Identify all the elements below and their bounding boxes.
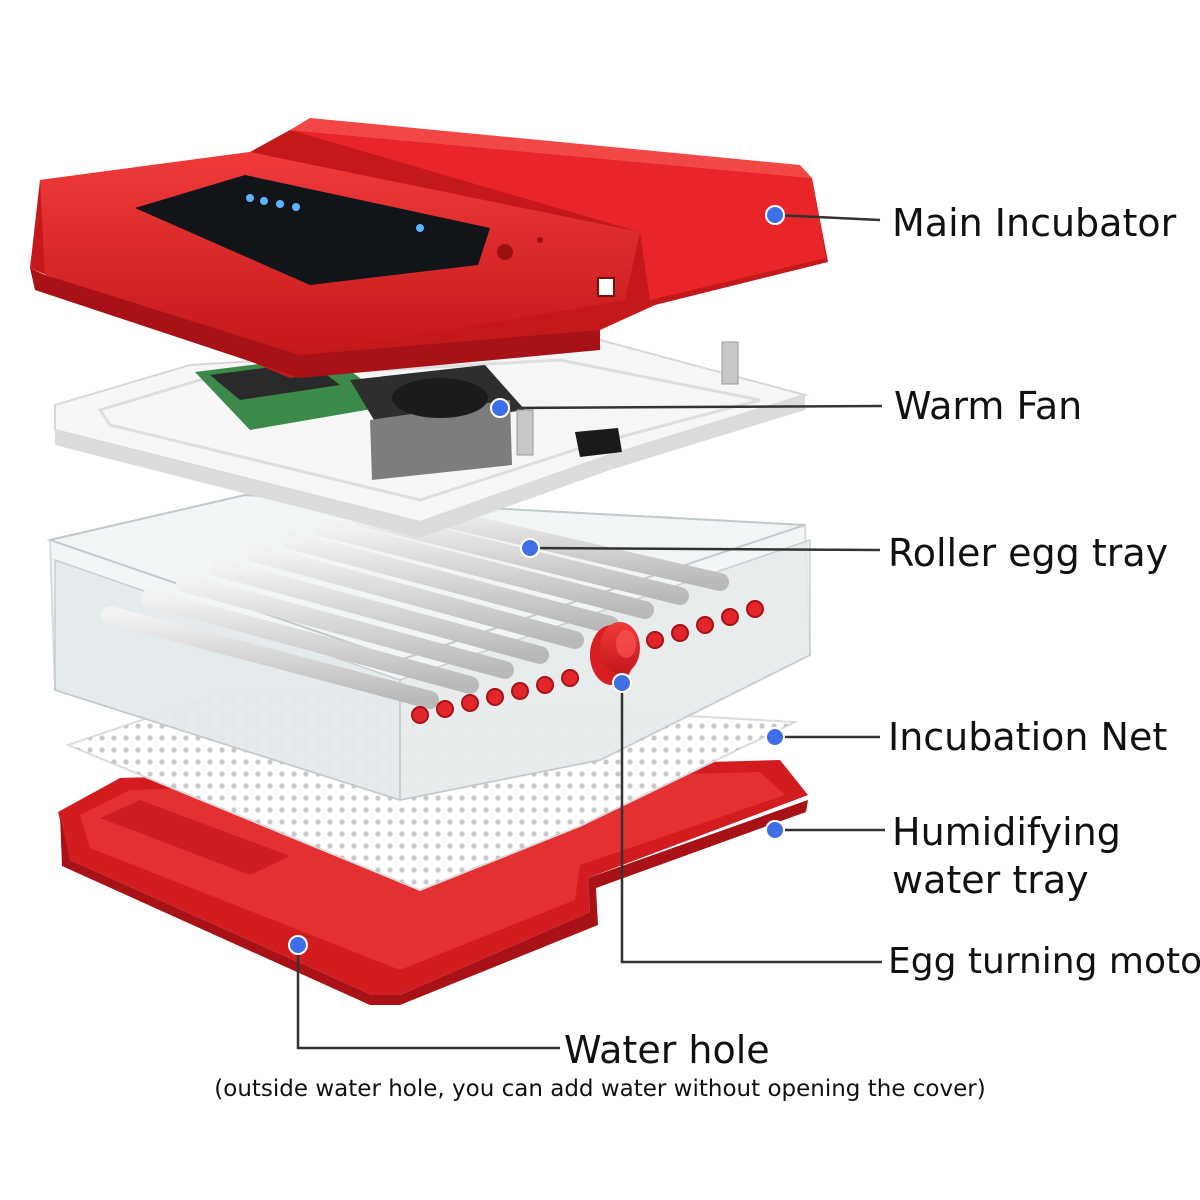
label-egg-turning-motor: Egg turning motor (888, 941, 1200, 982)
egg-turning-motor (590, 622, 640, 685)
label-humidifying-line1: Humidifying (892, 810, 1121, 854)
leader-lines (296, 213, 885, 1050)
label-warm-fan: Warm Fan (894, 384, 1083, 428)
warm-fan-plate (54, 338, 809, 538)
main-incubator-marker-icon (765, 205, 785, 225)
control-panel (135, 175, 490, 285)
egg-turning-motor-marker-icon (612, 673, 632, 693)
label-humidifying-line2: water tray (892, 858, 1089, 902)
callout-markers (288, 205, 785, 955)
gear-row (411, 600, 764, 724)
label-roller-egg-tray: Roller egg tray (888, 531, 1169, 575)
incubation-net-marker-icon (765, 727, 785, 747)
humidifying-tray-marker-icon (765, 820, 785, 840)
warm-fan-marker-icon (490, 398, 510, 418)
water-hole-marker-icon (288, 935, 308, 955)
roller-egg-tray-marker-icon (520, 538, 540, 558)
water-hole-note: (outside water hole, you can add water w… (214, 1076, 986, 1102)
label-incubation-net: Incubation Net (888, 715, 1168, 759)
label-water-hole: Water hole (564, 1028, 770, 1072)
fan-icon (350, 365, 525, 480)
label-main-incubator: Main Incubator (892, 201, 1177, 245)
roller-egg-tray (46, 493, 812, 802)
main-incubator-lid (30, 118, 828, 378)
